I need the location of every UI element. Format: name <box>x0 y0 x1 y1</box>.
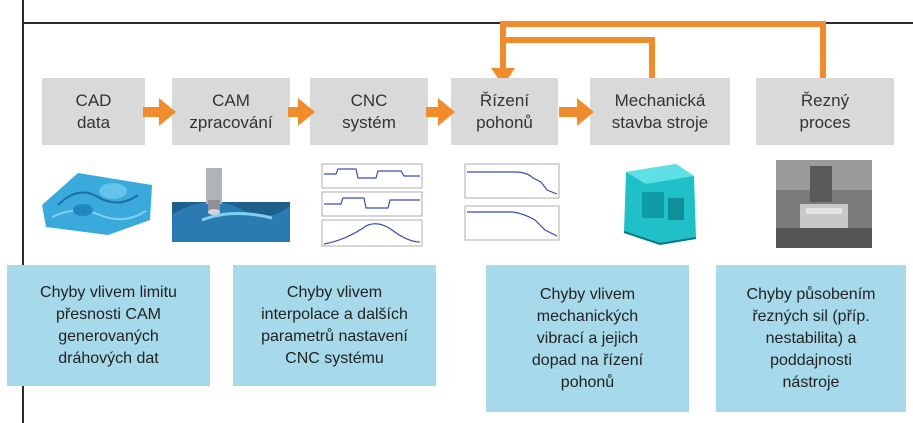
feedback-arrow-head <box>491 68 515 86</box>
error-box-cam: Chyby vlivem limitu přesnosti CAM genero… <box>7 265 210 386</box>
error-text-cnc: Chyby vlivem interpolace a dalších param… <box>261 283 408 367</box>
step-box-cam: CAM zpracování <box>172 78 290 145</box>
step-box-cutting: Řezný proces <box>756 78 894 145</box>
error-text-mechanics: Chyby vlivem mechanických vibrací a jeji… <box>531 285 644 391</box>
frame-top-border <box>22 22 913 24</box>
drive-frequency-response-image <box>455 160 565 248</box>
feedback-arrow-outer <box>500 21 826 80</box>
error-box-mechanics: Chyby vlivem mechanických vibrací a jeji… <box>486 265 689 412</box>
cam-toolpath-image <box>172 168 290 242</box>
step-box-cnc: CNC systém <box>310 78 428 145</box>
frame-left-border <box>22 0 24 423</box>
step-label-cnc: CNC systém <box>342 90 396 132</box>
cad-surface-model-image <box>42 173 152 235</box>
step-label-mechanics: Mechanická stavba stroje <box>611 90 709 132</box>
arrow-cnc-to-drives <box>426 98 455 126</box>
step-label-cam: CAM zpracování <box>189 90 273 132</box>
cnc-signal-plots-image <box>316 160 426 250</box>
feedback-arrow-inner <box>503 37 655 80</box>
step-box-drives: Řízení pohonů <box>451 78 558 145</box>
error-box-cutting: Chyby působením řezných sil (příp. nesta… <box>716 265 906 412</box>
feedback-arrows <box>491 21 826 86</box>
arrow-cam-to-cnc <box>288 98 315 126</box>
step-label-cad: CAD data <box>75 90 112 132</box>
error-text-cam: Chyby vlivem limitu přesnosti CAM genero… <box>40 283 177 367</box>
step-box-mechanics: Mechanická stavba stroje <box>590 78 730 145</box>
step-label-cutting: Řezný proces <box>799 90 851 132</box>
error-text-cutting: Chyby působením řezných sil (příp. nesta… <box>746 285 876 391</box>
arrow-drives-to-mechanics <box>559 98 594 126</box>
step-label-drives: Řízení pohonů <box>476 90 533 132</box>
step-box-cad: CAD data <box>42 78 145 145</box>
arrow-cad-to-cam <box>143 98 176 126</box>
machine-structure-fem-image <box>623 164 697 246</box>
cutting-process-photo <box>776 160 872 248</box>
error-box-cnc: Chyby vlivem interpolace a dalších param… <box>233 265 436 386</box>
